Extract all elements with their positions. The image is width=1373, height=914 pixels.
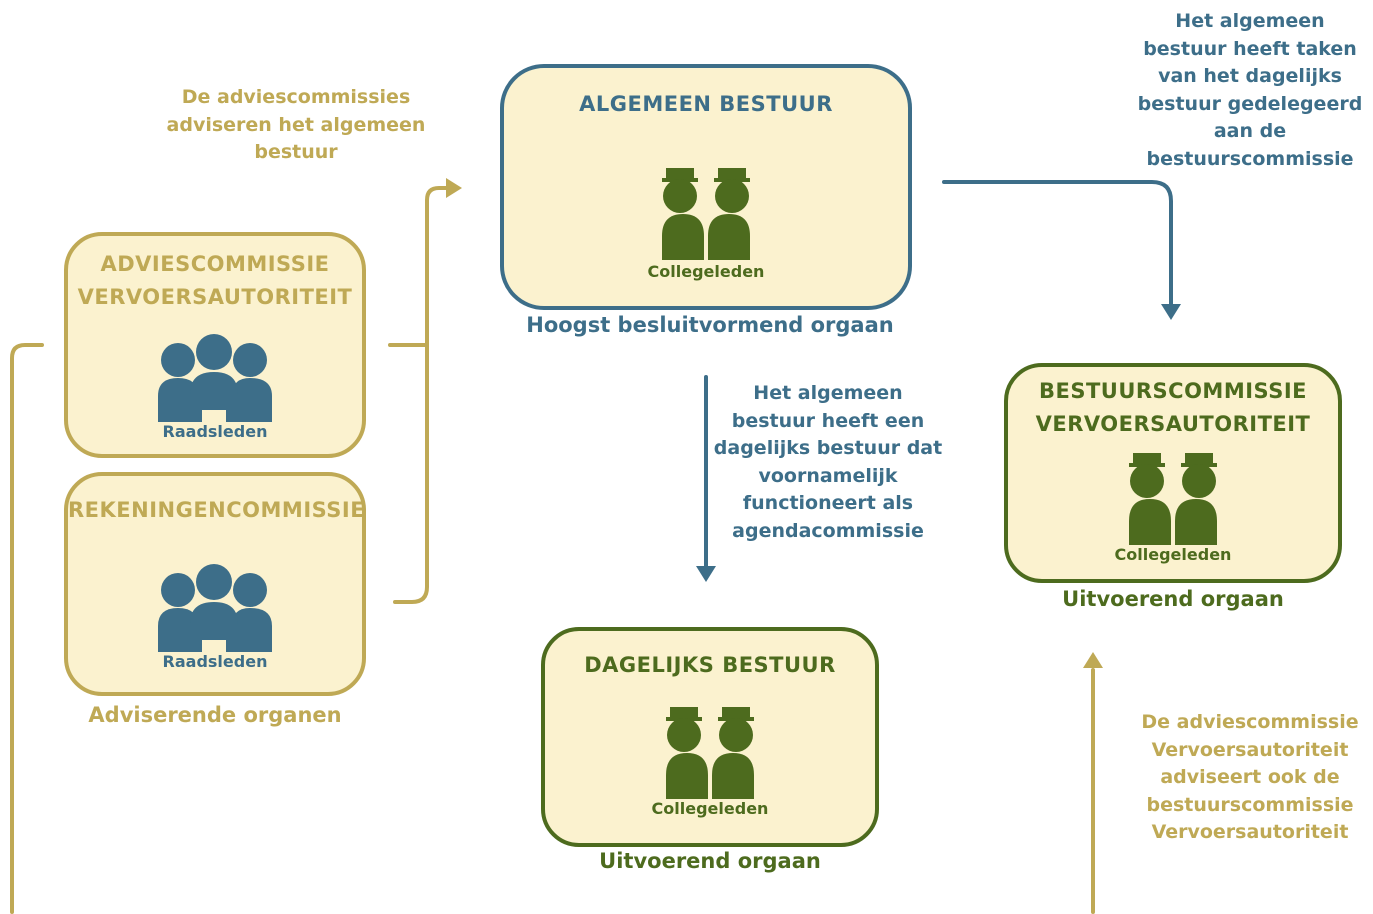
hatted-pair-icon: [666, 707, 754, 799]
note-ab-taken: Het algemeen bestuur heeft taken van het…: [1137, 10, 1363, 170]
people-group-icon: [158, 564, 272, 652]
icon-label: Raadsleden: [162, 652, 268, 671]
box-bestuurscommissie: BESTUURSCOMMISSIE VERVOERSAUTORITEIT Col…: [1004, 363, 1342, 583]
box-title: ADVIESCOMMISSIE VERVOERSAUTORITEIT: [77, 252, 353, 309]
caption-hoogst-besluitvormend: Hoogst besluitvormend orgaan: [526, 313, 894, 337]
note-advies-bc: De adviescommissie Vervoersautoriteit ad…: [1141, 711, 1359, 844]
box-title: BESTUURSCOMMISSIE VERVOERSAUTORITEIT: [1035, 379, 1311, 436]
advies-to-bc-connector: [10, 343, 1095, 914]
arrowheads: [446, 178, 1181, 668]
note-advies-ab: De adviescommissies adviseren het algeme…: [166, 86, 426, 164]
arrowhead-to-bc: [1161, 304, 1181, 320]
box-adviescommissie: ADVIESCOMMISSIE VERVOERSAUTORITEIT Raads…: [64, 232, 366, 458]
caption-uitvoerend-orgaan-bc: Uitvoerend orgaan: [1062, 587, 1284, 611]
hatted-pair-icon: [662, 168, 750, 260]
ab-to-bc-connector: [942, 180, 1173, 308]
box-rekeningencommissie: REKENINGENCOMMISSIE Raadsleden: [64, 472, 366, 696]
box-algemeen-bestuur: ALGEMEEN BESTUUR Collegeleden: [500, 64, 912, 310]
advies-to-ab-connector: [388, 186, 452, 347]
box-title: ALGEMEEN BESTUUR: [579, 92, 833, 116]
icon-label: Collegeleden: [1114, 545, 1232, 564]
icon-label: Raadsleden: [162, 422, 268, 441]
arrowhead-to-db: [696, 566, 716, 582]
icon-label: Collegeleden: [651, 799, 769, 818]
caption-uitvoerend-orgaan-db: Uitvoerend orgaan: [599, 849, 821, 873]
people-group-icon: [158, 334, 272, 422]
caption-adviserende-organen: Adviserende organen: [88, 703, 342, 727]
hatted-pair-icon: [1129, 453, 1217, 545]
box-dagelijks-bestuur: DAGELIJKS BESTUUR Collegeleden: [541, 627, 879, 847]
arrowhead-to-ab: [446, 178, 462, 198]
icon-label: Collegeleden: [647, 262, 765, 281]
note-ab-db: Het algemeen bestuur heeft een dagelijks…: [713, 382, 943, 542]
box-title: REKENINGENCOMMISSIE: [68, 498, 366, 522]
arrowhead-up-bc: [1083, 652, 1103, 668]
rekening-connector: [393, 343, 429, 604]
box-title: DAGELIJKS BESTUUR: [584, 653, 836, 677]
